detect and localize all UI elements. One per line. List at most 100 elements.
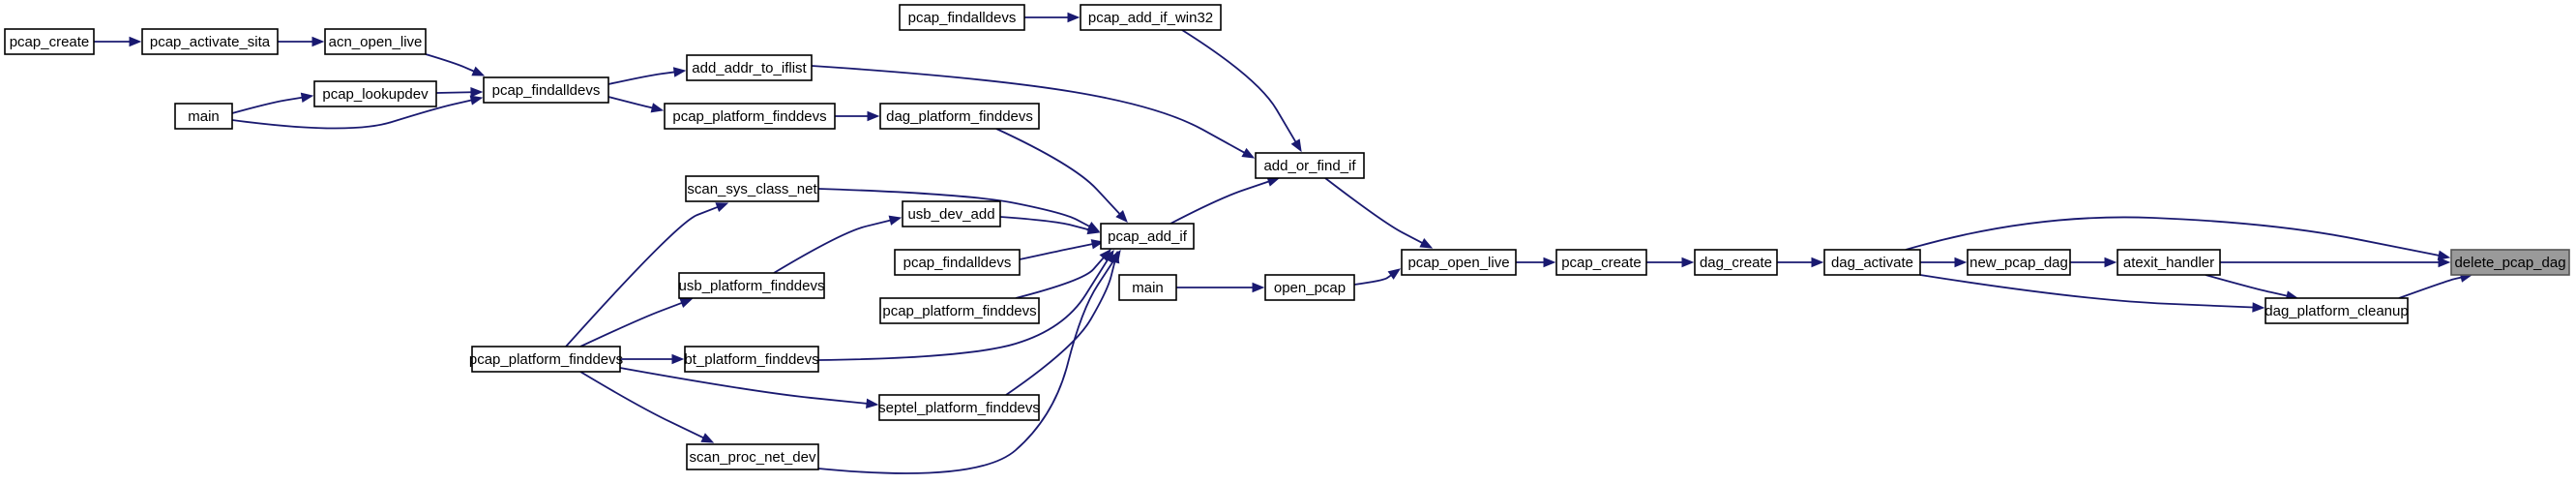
node-box xyxy=(471,346,621,373)
node-pcap-activate-sita[interactable]: pcap_activate_sita xyxy=(141,28,279,55)
node-label: delete_pcap_dag xyxy=(2454,255,2565,271)
edge-dag_create-to-dag_activate xyxy=(1777,257,1824,268)
edge-pcap_platform_finddevs_a-to-dag_platform_finddevs xyxy=(835,110,880,122)
node-box xyxy=(1555,249,1647,276)
node-atexit-handler[interactable]: atexit_handler xyxy=(2117,249,2221,276)
node-label: septel_platform_finddevs xyxy=(878,400,1040,416)
node-label: pcap_add_if xyxy=(1108,228,1188,245)
edge-dag_activate-to-new_pcap_dag xyxy=(1920,257,1968,268)
node-dag-platform-finddevs[interactable]: dag_platform_finddevs xyxy=(879,103,1040,130)
arrowhead xyxy=(867,110,880,122)
edge-main_l-to-pcap_lookupdev xyxy=(231,92,314,114)
node-dag-create[interactable]: dag_create xyxy=(1694,249,1778,276)
arrowhead xyxy=(1290,138,1302,153)
node-box xyxy=(684,346,819,373)
edge-line xyxy=(2398,276,2462,299)
arrowhead xyxy=(1387,268,1402,280)
node-pcap-create-l[interactable]: pcap_create xyxy=(4,28,95,55)
node-main-l[interactable]: main xyxy=(174,103,233,130)
node-septel-platform-finddevs[interactable]: septel_platform_finddevs xyxy=(878,394,1040,421)
edge-line xyxy=(1170,180,1269,225)
arrowhead xyxy=(650,103,665,113)
edge-line xyxy=(1324,177,1423,244)
edge-pcap_findalldevs_mid-to-add_addr_to_iflist xyxy=(607,67,687,85)
edge-line xyxy=(817,258,1115,474)
node-main-b[interactable]: main xyxy=(1118,274,1177,301)
arrowhead xyxy=(1543,257,1556,268)
node-dag-activate[interactable]: dag_activate xyxy=(1823,249,1921,276)
node-box xyxy=(4,28,95,55)
edge-layer xyxy=(94,12,2473,474)
node-label: dag_create xyxy=(1700,255,1772,271)
node-dag-platform-cleanup[interactable]: dag_platform_cleanup xyxy=(2265,297,2409,324)
node-box xyxy=(1264,274,1355,301)
node-open-pcap[interactable]: open_pcap xyxy=(1264,274,1355,301)
node-label: acn_open_live xyxy=(329,34,423,50)
node-pcap-findalldevs-b[interactable]: pcap_findalldevs xyxy=(894,249,1021,276)
node-pcap-add-if[interactable]: pcap_add_if xyxy=(1100,223,1195,250)
node-pcap-platform-finddevs-c[interactable]: pcap_platform_finddevs xyxy=(879,297,1040,324)
node-new-pcap-dag[interactable]: new_pcap_dag xyxy=(1967,249,2071,276)
node-pcap-open-live[interactable]: pcap_open_live xyxy=(1401,249,1517,276)
node-box xyxy=(879,103,1040,130)
edge-main_b-to-open_pcap xyxy=(1176,282,1265,293)
node-label: pcap_open_live xyxy=(1407,255,1509,271)
node-box xyxy=(878,394,1040,421)
arrowhead xyxy=(1115,210,1128,223)
node-box xyxy=(1100,223,1195,250)
node-box xyxy=(686,54,813,81)
node-pcap-add-if-win32[interactable]: pcap_add_if_win32 xyxy=(1080,4,1222,31)
node-scan-proc-net-dev[interactable]: scan_proc_net_dev xyxy=(686,443,819,470)
edge-line xyxy=(1353,274,1392,286)
arrowhead xyxy=(1110,249,1121,263)
edge-pcap_findalldevs_mid-to-pcap_platform_finddevs_a xyxy=(607,96,665,113)
edge-line xyxy=(607,71,675,85)
node-bt-platform-finddevs[interactable]: bt_platform_finddevs xyxy=(684,346,819,373)
node-label: pcap_findalldevs xyxy=(492,82,601,99)
node-label: pcap_create xyxy=(10,34,90,50)
node-usb-dev-add[interactable]: usb_dev_add xyxy=(902,200,1001,227)
node-acn-open-live[interactable]: acn_open_live xyxy=(324,28,427,55)
node-pcap-platform-finddevs-a[interactable]: pcap_platform_finddevs xyxy=(664,103,836,130)
node-label: dag_platform_cleanup xyxy=(2265,303,2408,319)
node-label: pcap_activate_sita xyxy=(150,34,271,50)
edge-pcap_create_l-to-pcap_activate_sita xyxy=(94,36,142,47)
node-delete-pcap-dag[interactable]: delete_pcap_dag xyxy=(2450,249,2570,276)
edge-add_or_find_if-to-pcap_open_live xyxy=(1324,177,1434,249)
edge-pcap_add_if-to-add_or_find_if xyxy=(1170,176,1281,225)
node-label: dag_activate xyxy=(1831,255,1913,271)
node-label: main xyxy=(1132,280,1164,296)
edge-line xyxy=(1919,274,2254,309)
edge-main_l-to-pcap_findalldevs_mid xyxy=(231,95,484,130)
arrowhead xyxy=(1067,12,1081,23)
edge-line xyxy=(1015,257,1105,299)
edge-pcap_open_live-to-pcap_create_r xyxy=(1516,257,1556,268)
node-scan-sys-class-net[interactable]: scan_sys_class_net xyxy=(685,175,819,202)
node-label: usb_platform_finddevs xyxy=(679,278,825,294)
node-pcap-platform-finddevs-left[interactable]: pcap_platform_finddevs xyxy=(469,346,623,373)
node-pcap-create-r[interactable]: pcap_create xyxy=(1555,249,1647,276)
edge-dag_activate-to-dag_platform_cleanup xyxy=(1919,274,2265,313)
node-add-or-find-if[interactable]: add_or_find_if xyxy=(1255,152,1365,179)
arrowhead xyxy=(470,87,484,98)
node-label: pcap_platform_finddevs xyxy=(469,351,623,368)
edge-line xyxy=(995,128,1121,215)
edge-atexit_handler-to-delete_pcap_dag xyxy=(2220,257,2451,268)
edge-line xyxy=(1181,29,1297,142)
node-pcap-findalldevs-mid[interactable]: pcap_findalldevs xyxy=(483,76,609,104)
node-label: main xyxy=(188,108,220,125)
node-label: new_pcap_dag xyxy=(1969,255,2068,271)
node-box xyxy=(324,28,427,55)
node-pcap-lookupdev[interactable]: pcap_lookupdev xyxy=(313,80,437,107)
arrowhead xyxy=(2437,250,2451,260)
node-box xyxy=(894,249,1021,276)
edge-open_pcap-to-pcap_open_live xyxy=(1353,268,1402,286)
node-box xyxy=(141,28,279,55)
node-pcap-findalldevs-top[interactable]: pcap_findalldevs xyxy=(899,4,1025,31)
node-label: pcap_platform_finddevs xyxy=(882,303,1036,319)
edge-line xyxy=(773,219,891,274)
node-usb-platform-finddevs[interactable]: usb_platform_finddevs xyxy=(678,272,825,299)
arrowhead xyxy=(469,95,484,106)
node-add-addr-to-iflist[interactable]: add_addr_to_iflist xyxy=(686,54,813,81)
edge-line xyxy=(435,91,472,94)
